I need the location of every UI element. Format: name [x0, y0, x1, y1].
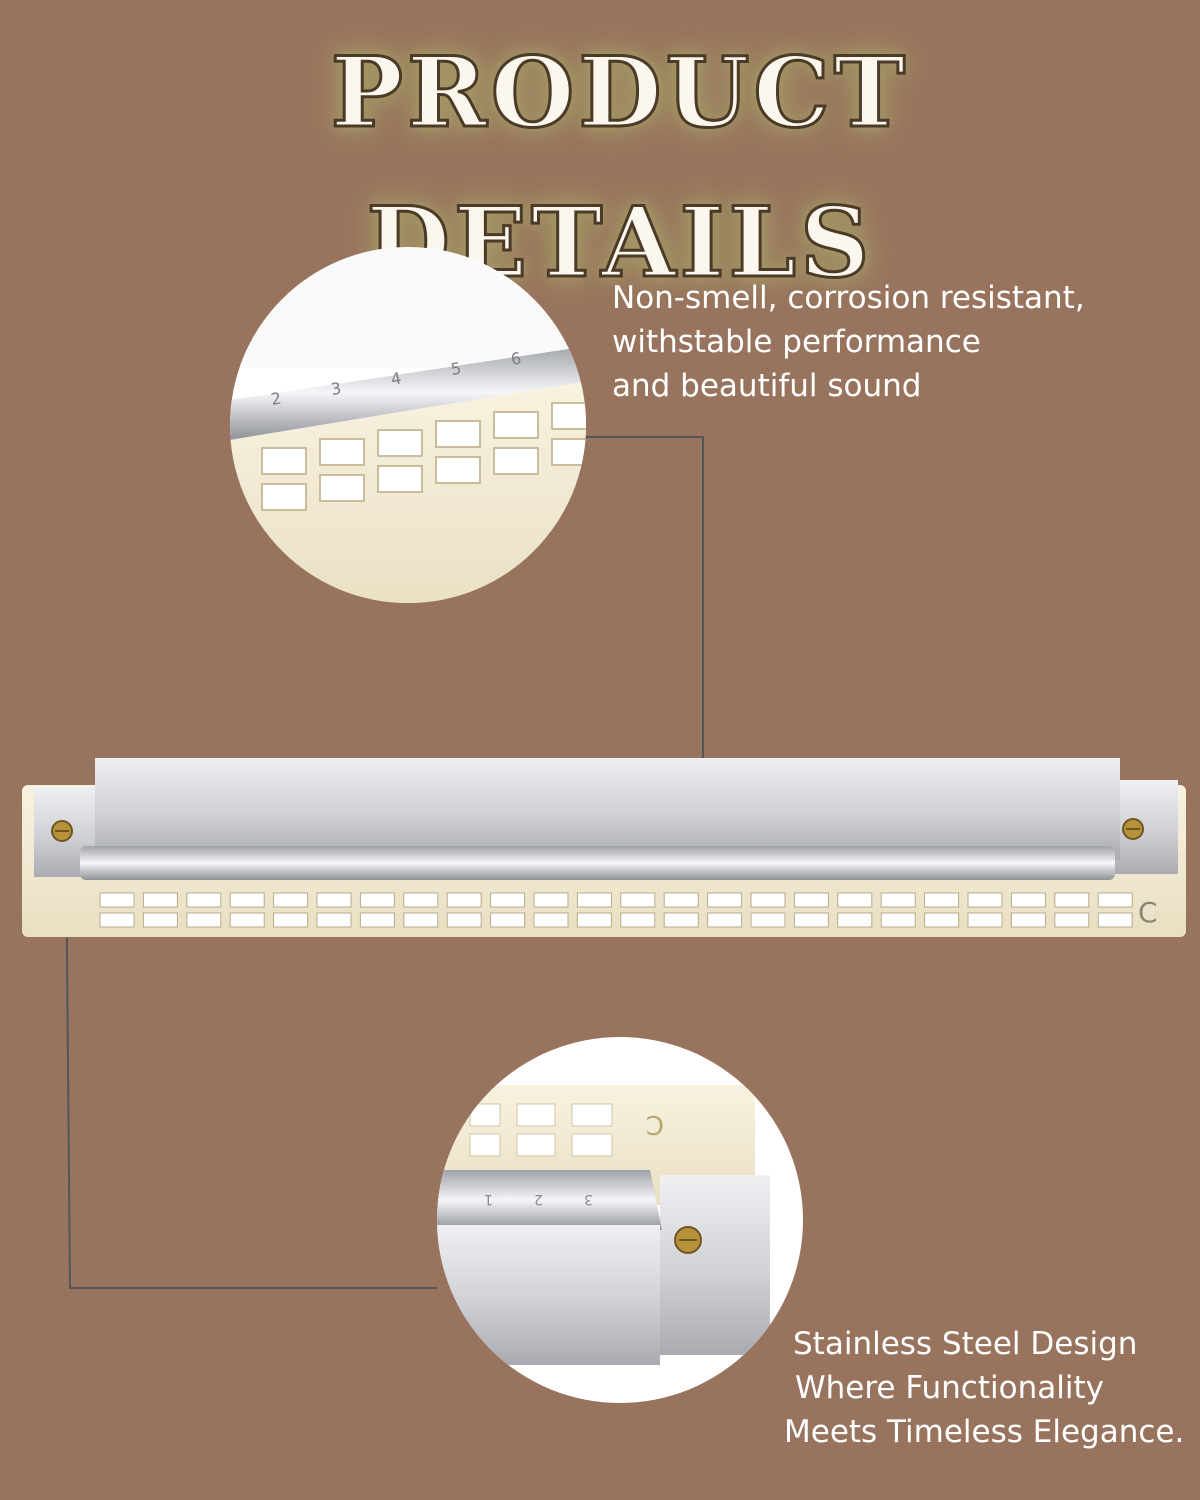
- top-leader-line: [584, 436, 704, 905]
- harmonica-hole: [273, 892, 309, 908]
- harmonica-hole: [490, 892, 526, 908]
- harmonica-hole: [663, 892, 699, 908]
- harmonica-hole: [446, 912, 482, 928]
- harmonica-hole: [186, 912, 222, 928]
- harmonica-hole: [967, 912, 1003, 928]
- zoom-hole: [261, 447, 307, 475]
- harmonica: C: [22, 758, 1186, 937]
- harmonica-hole: [533, 912, 569, 928]
- harmonica-hole: [837, 912, 873, 928]
- harmonica-hole: [229, 892, 265, 908]
- zoom-hole-numbers: 2 3 4 5 6: [269, 348, 522, 408]
- zoom-bottom-hole-number: 1: [484, 1191, 493, 1207]
- zoom-hole: [493, 411, 539, 439]
- harmonica-hole: [359, 912, 395, 928]
- harmonica-hole: [1010, 892, 1046, 908]
- harmonica-hole: [663, 912, 699, 928]
- zoom-hole-number: 3: [329, 378, 342, 398]
- page-title: PRODUCT DETAILS: [329, 35, 910, 301]
- zoom-hole: [319, 438, 365, 466]
- harmonica-hole: [533, 892, 569, 908]
- harmonica-hole: [446, 892, 482, 908]
- harmonica-hole: [186, 892, 222, 908]
- zoom-hole-number: 5: [449, 358, 462, 378]
- harmonica-hole: [880, 912, 916, 928]
- zoom-hole-number: 4: [389, 368, 402, 388]
- right-side-plate: [1110, 780, 1178, 874]
- harmonica-hole: [403, 892, 439, 908]
- zoom-bottom-hole-numbers: 1 2 3: [484, 1191, 593, 1207]
- zoom-hole: [551, 438, 586, 466]
- cover-plate: [95, 758, 1120, 860]
- key-label: C: [1138, 896, 1158, 929]
- harmonica-hole: [707, 912, 743, 928]
- top-callout-line-2: withstable performance: [612, 324, 981, 360]
- zoom-hole: [377, 465, 423, 493]
- harmonica-hole: [403, 912, 439, 928]
- zoom-hole: [319, 474, 365, 502]
- harmonica-hole: [316, 892, 352, 908]
- harmonica-hole: [359, 892, 395, 908]
- harmonica-hole: [620, 912, 656, 928]
- harmonica-hole: [273, 912, 309, 928]
- top-callout-line-1: Non-smell, corrosion resistant,: [612, 280, 1085, 316]
- zoom-hole: [493, 447, 539, 475]
- bottom-zoom-circle: C 1 2 3: [437, 1037, 803, 1403]
- top-callout-text: Non-smell, corrosion resistant, withstab…: [612, 276, 1085, 408]
- zoom-bottom-hole-number: 2: [534, 1191, 543, 1207]
- harmonica-hole: [99, 912, 135, 928]
- harmonica-hole: [750, 912, 786, 928]
- zoom-bottom-holes: [469, 1103, 613, 1157]
- cover-plate-edge: [80, 846, 1115, 880]
- harmonica-hole: [576, 912, 612, 928]
- harmonica-hole: [229, 912, 265, 928]
- harmonica-hole: [620, 892, 656, 908]
- harmonica-hole: [924, 892, 960, 908]
- zoom-hole-number: 6: [509, 348, 522, 368]
- harmonica-hole: [1097, 912, 1133, 928]
- harmonica-hole: [967, 892, 1003, 908]
- harmonica-hole: [142, 912, 178, 928]
- harmonica-hole: [1010, 912, 1046, 928]
- zoom-hole: [435, 456, 481, 484]
- bottom-leader-line: [65, 841, 437, 1289]
- harmonica-hole: [142, 892, 178, 908]
- harmonica-hole: [837, 892, 873, 908]
- harmonica-hole: [316, 912, 352, 928]
- harmonica-hole: [1054, 912, 1090, 928]
- zoom-hole-number: 2: [269, 388, 282, 408]
- zoom-hole-grid: [261, 402, 586, 511]
- zoom-hole: [261, 483, 307, 511]
- harmonica-hole: [1097, 892, 1133, 908]
- harmonica-hole: [707, 892, 743, 908]
- top-callout-line-3: and beautiful sound: [612, 368, 922, 404]
- zoom-bottom-hole-number: 3: [584, 1191, 593, 1207]
- zoom-hole: [551, 402, 586, 430]
- harmonica-hole: [1054, 892, 1090, 908]
- top-zoom-circle: 2 3 4 5 6: [230, 247, 586, 603]
- harmonica-hole: [924, 912, 960, 928]
- harmonica-hole: [793, 892, 829, 908]
- harmonica-hole: [576, 892, 612, 908]
- zoom-hole: [435, 420, 481, 448]
- zoom-key-label: C: [646, 1109, 664, 1139]
- harmonica-hole: [490, 912, 526, 928]
- harmonica-hole: [99, 892, 135, 908]
- harmonica-hole: [750, 892, 786, 908]
- harmonica-hole: [880, 892, 916, 908]
- harmonica-hole: [793, 912, 829, 928]
- hole-row: [99, 892, 1133, 928]
- zoom-hole: [377, 429, 423, 457]
